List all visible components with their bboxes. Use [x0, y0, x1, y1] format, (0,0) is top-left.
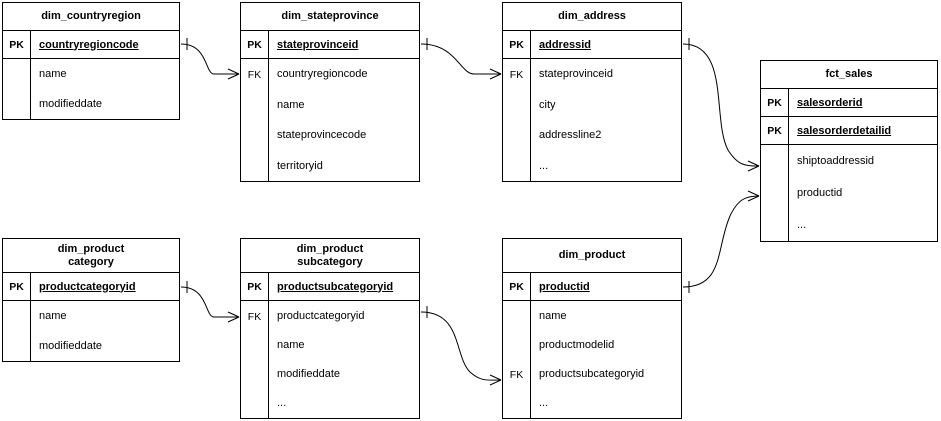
attribute-row: countryregioncode: [277, 68, 368, 81]
relationship-subcategory-product: [420, 306, 502, 386]
key-row[interactable]: PK productcategoryid: [3, 273, 179, 301]
attribute-row: productmodelid: [539, 338, 615, 351]
key-name: productcategoryid: [39, 280, 136, 293]
attribute-row: name: [39, 68, 67, 80]
key-name: addressid: [539, 38, 591, 51]
key-name: salesorderdetailid: [797, 124, 892, 137]
relationship-stateprovince-address: [420, 38, 502, 80]
entity-dim-countryregion[interactable]: dim_countryregion PK countryregioncode n…: [2, 2, 180, 120]
attribute-row: name: [539, 309, 567, 322]
attribute-row: shiptoaddressid: [797, 155, 875, 167]
attribute-key-column: [3, 59, 31, 119]
attribute-row: productid: [797, 187, 843, 199]
relationship-countryregion-stateprovince: [180, 38, 240, 80]
entity-fct-sales[interactable]: fct_sales PK salesorderid PK salesorderd…: [760, 60, 938, 242]
entity-title: dim_countryregion: [3, 3, 179, 31]
key-tag: PK: [3, 273, 31, 300]
entity-dim-product[interactable]: dim_product PK productid FK name product…: [502, 238, 682, 419]
attribute-key-column: FK: [503, 301, 531, 418]
attribute-row: ...: [539, 159, 549, 172]
attribute-key-column: FK: [241, 301, 269, 418]
entity-dim-productcategory[interactable]: dim_product category PK productcategoryi…: [2, 238, 180, 362]
key-tag: PK: [3, 31, 31, 58]
entity-title: fct_sales: [761, 61, 937, 89]
attribute-row: ...: [539, 397, 549, 410]
attribute-row: ...: [277, 397, 287, 410]
key-name: productid: [539, 280, 590, 293]
key-name: stateprovinceid: [277, 38, 359, 51]
key-row[interactable]: PK countryregioncode: [3, 31, 179, 59]
attribute-key-column: [3, 301, 31, 361]
foreign-key-tag: FK: [509, 69, 524, 81]
attribute-row: productsubcategoryid: [539, 368, 645, 381]
relationship-product-fctsales: [682, 190, 760, 293]
attribute-group: name modifieddate: [3, 59, 179, 119]
entity-dim-address[interactable]: dim_address PK addressid FK stateprovinc…: [502, 2, 682, 182]
entity-title: dim_product category: [3, 239, 179, 273]
attribute-row: city: [539, 98, 556, 111]
relationship-productcategory-subcategory: [180, 281, 240, 323]
key-name: salesorderid: [797, 96, 863, 109]
entity-title: dim_stateprovince: [241, 3, 419, 31]
entity-title: dim_product subcategory: [241, 239, 419, 273]
attribute-key-column: FK: [241, 59, 269, 181]
attribute-row: territoryid: [277, 159, 323, 172]
key-row[interactable]: PK addressid: [503, 31, 681, 59]
key-tag: PK: [241, 273, 269, 300]
entity-title: dim_address: [503, 3, 681, 31]
attribute-group: shiptoaddressid productid ...: [761, 145, 937, 241]
foreign-key-tag: FK: [247, 311, 262, 323]
key-row[interactable]: PK productid: [503, 273, 681, 301]
attribute-group: FK stateprovinceid city addressline2 ...: [503, 59, 681, 181]
key-row[interactable]: PK stateprovinceid: [241, 31, 419, 59]
attribute-group: FK countryregioncode name stateprovincec…: [241, 59, 419, 181]
attribute-row: ...: [797, 219, 807, 231]
attribute-group: FK name productmodelid productsubcategor…: [503, 301, 681, 418]
attribute-row: modifieddate: [277, 368, 340, 381]
key-row[interactable]: PK salesorderid: [761, 89, 937, 117]
attribute-row: stateprovincecode: [277, 129, 367, 142]
key-name: productsubcategoryid: [277, 280, 394, 293]
key-tag: PK: [503, 31, 531, 58]
entity-dim-stateprovince[interactable]: dim_stateprovince PK stateprovinceid FK …: [240, 2, 420, 182]
key-row[interactable]: PK salesorderdetailid: [761, 117, 937, 145]
relationship-address-fctsales: [682, 38, 760, 172]
key-tag: PK: [503, 273, 531, 300]
key-row[interactable]: PK productsubcategoryid: [241, 273, 419, 301]
attribute-row: name: [277, 98, 305, 111]
attribute-group: name modifieddate: [3, 301, 179, 361]
attribute-row: name: [39, 310, 67, 322]
attribute-row: addressline2: [539, 129, 602, 142]
attribute-group: FK productcategoryid name modifieddate .…: [241, 301, 419, 418]
attribute-key-column: FK: [503, 59, 531, 181]
key-tag: PK: [241, 31, 269, 58]
attribute-row: productcategoryid: [277, 309, 365, 322]
entity-dim-productsubcategory[interactable]: dim_product subcategory PK productsubcat…: [240, 238, 420, 419]
key-tag: PK: [761, 89, 789, 116]
attribute-row: modifieddate: [39, 98, 102, 110]
entity-title: dim_product: [503, 239, 681, 273]
foreign-key-tag: FK: [247, 69, 262, 81]
key-name: countryregioncode: [39, 38, 139, 51]
foreign-key-tag: FK: [509, 369, 524, 381]
attribute-row: modifieddate: [39, 340, 102, 352]
key-tag: PK: [761, 117, 789, 144]
attribute-key-column: [761, 145, 789, 241]
attribute-row: name: [277, 338, 305, 351]
attribute-row: stateprovinceid: [539, 68, 613, 81]
